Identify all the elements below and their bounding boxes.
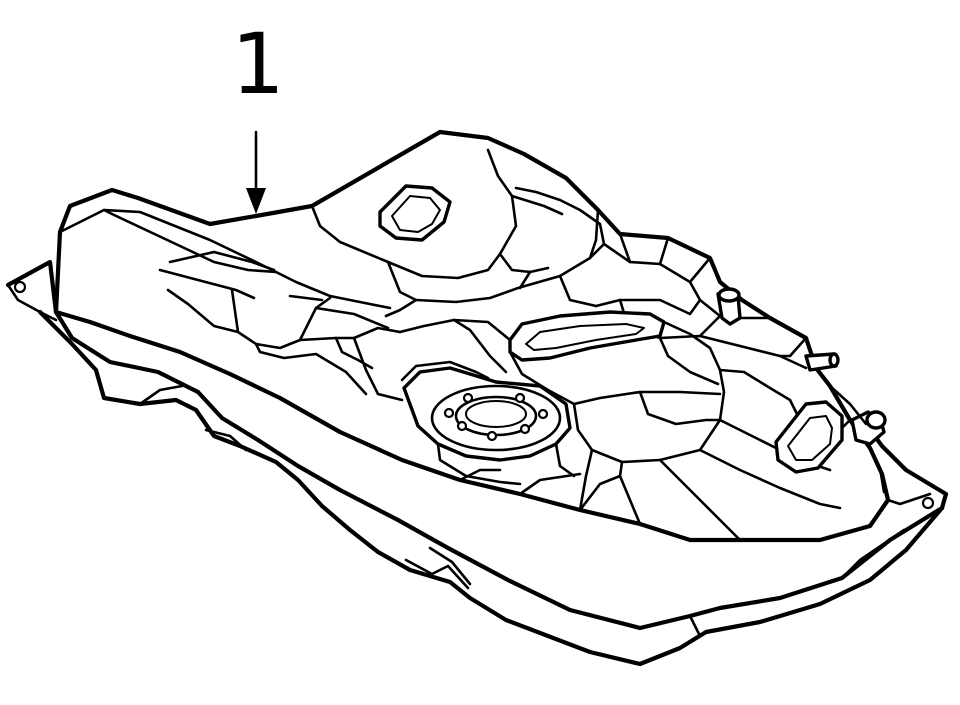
top-ridge [310, 148, 606, 318]
filler-pipes [716, 287, 887, 446]
callout-arrow [246, 130, 266, 214]
pump-flange [400, 360, 576, 486]
right-end [828, 384, 932, 506]
tank-upper-body [53, 129, 891, 543]
center-recess [508, 310, 666, 362]
tank-lower-flange [5, 259, 949, 667]
left-panels [102, 208, 404, 402]
top-oval-pad [378, 184, 452, 242]
right-pocket [774, 400, 844, 474]
callout-label-1: 1 [231, 15, 285, 113]
